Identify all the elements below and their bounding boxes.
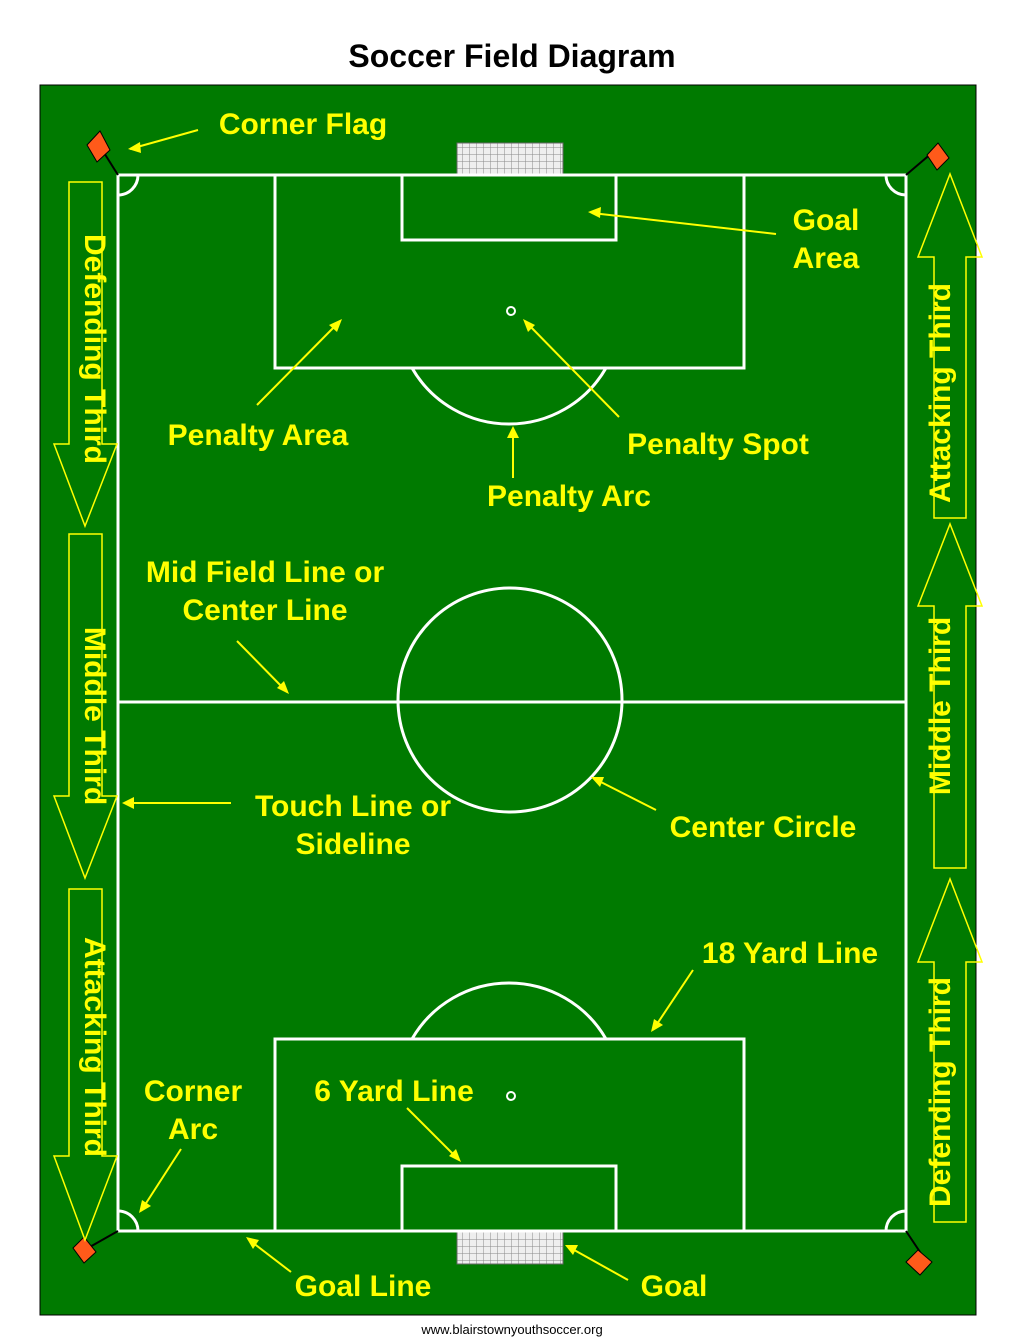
goal-label: Goal bbox=[641, 1270, 708, 1303]
left-middle-third-label: Middle Third bbox=[78, 627, 111, 805]
corner-arc-label-line2: Arc bbox=[168, 1113, 218, 1146]
top-penalty-spot bbox=[506, 306, 516, 316]
penalty-spot-label: Penalty Spot bbox=[627, 428, 809, 461]
corner-flag-bottom-left bbox=[72, 1230, 119, 1264]
corner-arc-bottom-right bbox=[884, 1209, 907, 1232]
mid-field-line-label-line1: Mid Field Line or bbox=[146, 556, 385, 589]
top-goal-area bbox=[400, 173, 618, 242]
bottom-goal-area bbox=[400, 1164, 618, 1233]
field-grass bbox=[39, 84, 977, 1316]
bottom-penalty-arc bbox=[410, 981, 608, 1040]
center-circle-label: Center Circle bbox=[670, 811, 857, 844]
right-defending-third-label: Defending Third bbox=[924, 977, 957, 1207]
diagram-title: Soccer Field Diagram bbox=[348, 38, 676, 74]
yard6-line-label: 6 Yard Line bbox=[314, 1075, 474, 1108]
touch-line-label-line1: Touch Line or bbox=[255, 790, 451, 823]
footer-url: www.blairstownyouthsoccer.org bbox=[421, 1322, 603, 1337]
right-defending-third-arrow bbox=[916, 876, 984, 1223]
right-attacking-third-arrow bbox=[916, 171, 984, 519]
left-defending-third-label: Defending Third bbox=[78, 234, 111, 464]
pointer-lines bbox=[122, 129, 777, 1281]
left-attacking-third-arrow bbox=[52, 888, 119, 1243]
top-penalty-arc bbox=[410, 367, 608, 426]
corner-arc-top-left bbox=[117, 174, 140, 197]
corner-flag-top-left bbox=[86, 130, 119, 176]
mid-field-line-label-line2: Center Line bbox=[182, 594, 347, 627]
penalty-area-label: Penalty Area bbox=[168, 419, 349, 452]
touch-line-label-line2: Sideline bbox=[295, 828, 410, 861]
left-attacking-third-label: Attacking Third bbox=[78, 937, 111, 1157]
center-circle bbox=[396, 586, 624, 814]
goal-area-label-line2: Area bbox=[793, 242, 860, 275]
left-middle-third-arrow bbox=[52, 533, 119, 881]
goal-area-label-line1: Goal bbox=[793, 204, 860, 237]
top-goal bbox=[456, 142, 564, 176]
right-middle-third-label: Middle Third bbox=[924, 617, 957, 795]
left-defending-third-arrow bbox=[52, 181, 119, 529]
corner-arc-bottom-left bbox=[117, 1209, 140, 1232]
penalty-arc-label: Penalty Arc bbox=[487, 480, 651, 513]
corner-flag-label: Corner Flag bbox=[219, 108, 387, 141]
yard18-line-label: 18 Yard Line bbox=[702, 937, 878, 970]
right-middle-third-arrow bbox=[916, 521, 984, 869]
bottom-penalty-spot bbox=[506, 1091, 516, 1101]
goal-line-label: Goal Line bbox=[295, 1270, 432, 1303]
bottom-goal bbox=[456, 1231, 564, 1265]
corner-arc-label-line1: Corner bbox=[144, 1075, 243, 1108]
corner-flag-top-right bbox=[905, 142, 950, 176]
corner-flag-bottom-right bbox=[905, 1230, 933, 1276]
corner-arc-top-right bbox=[884, 174, 907, 197]
right-attacking-third-label: Attacking Third bbox=[924, 283, 957, 503]
